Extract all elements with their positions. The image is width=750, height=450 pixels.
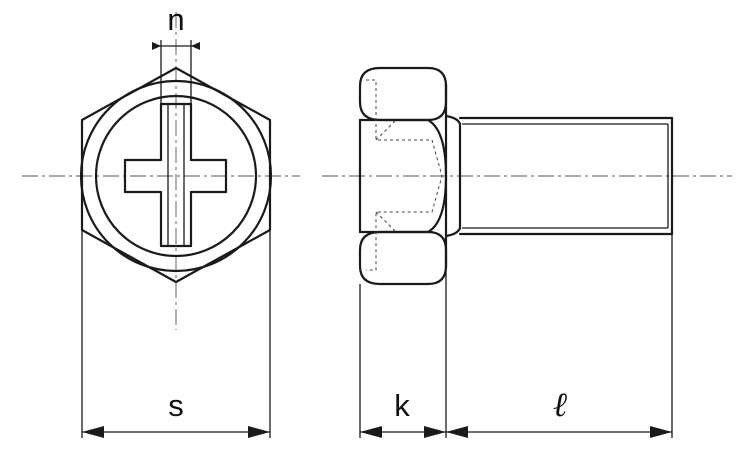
n-arrow-left [152,42,161,50]
side-view [358,66,674,286]
n-arrow-right [191,42,200,50]
recess-hidden-outline [366,79,443,271]
recess-hidden-taper-top [375,119,397,141]
dimension-l: ℓ [446,234,673,438]
k-label: k [394,388,410,423]
k-arrow-right [424,426,446,438]
head-top-circle [94,94,258,258]
s-label: s [168,388,184,423]
l-arrow-right [650,426,672,438]
l-arrow-left [446,426,468,438]
head-flat-bottom [358,230,448,286]
head-flat-top [358,66,448,122]
k-arrow-left [360,426,382,438]
recess-hidden-taper-bottom [375,211,397,233]
shank-outline [444,114,462,238]
hex-head-outline [80,66,272,284]
phillips-recess [123,102,228,248]
n-label: n [167,2,184,37]
l-label: ℓ [553,387,567,424]
front-view [79,66,273,284]
s-arrow-left [82,426,104,438]
s-arrow-right [248,426,270,438]
center-lines [22,12,732,330]
washer-face-circle [79,79,273,273]
dimension-s: s [81,230,271,438]
dimension-k: k [359,268,447,438]
dimension-n: n [152,2,200,104]
